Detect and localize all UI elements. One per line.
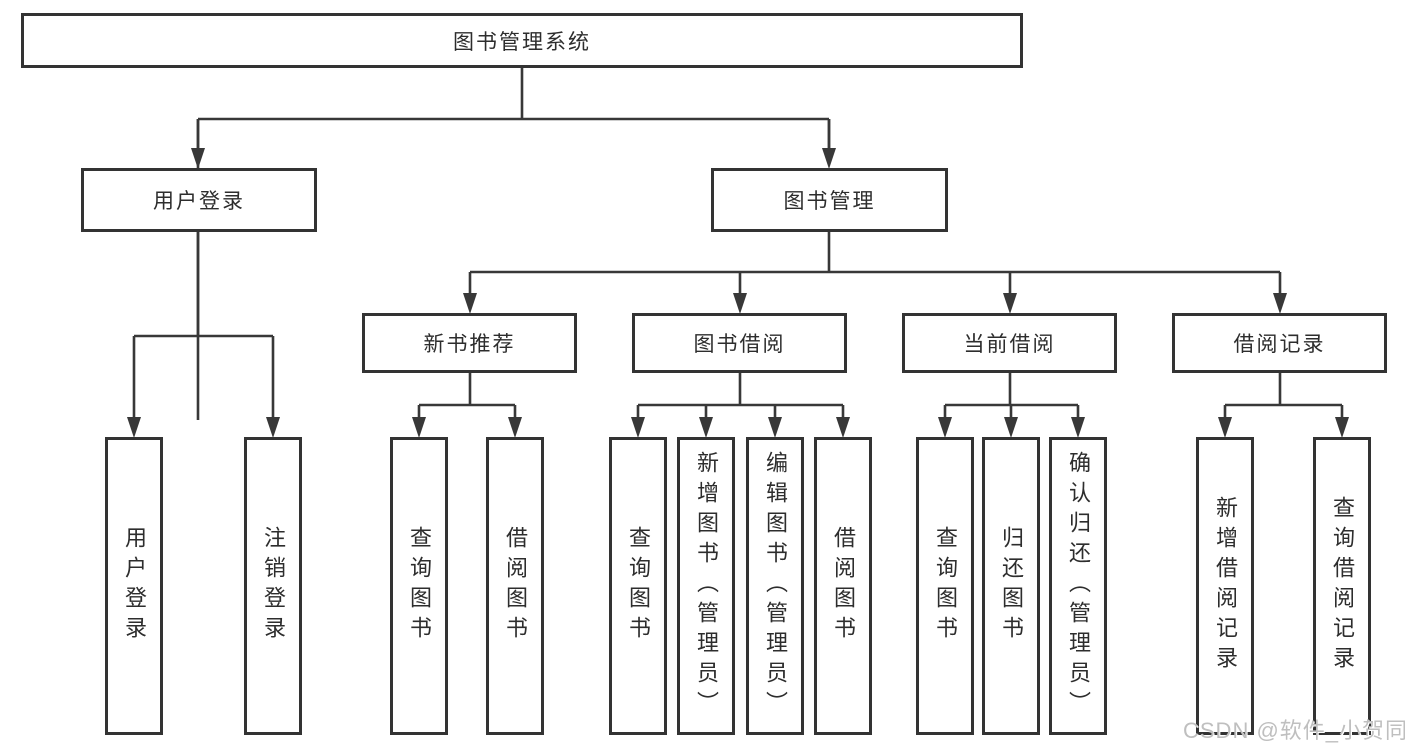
leaf-label: 查询图书: [626, 526, 651, 646]
leaf-label: 新增借阅记录: [1213, 496, 1238, 676]
leaf-query-borrow-record: 查询借阅记录: [1313, 437, 1371, 735]
leaf-query-books-current: 查询图书: [916, 437, 974, 735]
leaf-label: 归还图书: [999, 526, 1024, 646]
leaf-label: 查询借阅记录: [1330, 496, 1355, 676]
leaf-add-borrow-record: 新增借阅记录: [1196, 437, 1254, 735]
section-borrow-records: 借阅记录: [1172, 313, 1387, 373]
leaf-confirm-return-admin: 确认归还（管理员）: [1049, 437, 1107, 735]
section-label: 图书借阅: [693, 333, 786, 356]
leaf-label: 新增图书（管理员）: [694, 451, 719, 721]
leaf-label: 用户登录: [122, 526, 147, 646]
leaf-edit-book-admin: 编辑图书（管理员）: [746, 437, 804, 735]
leaf-label: 借阅图书: [831, 526, 856, 646]
root-node-library-system: 图书管理系统: [21, 13, 1023, 68]
branch-label: 图书管理: [783, 190, 876, 213]
section-book-borrow: 图书借阅: [632, 313, 847, 373]
branch-label: 用户登录: [153, 190, 245, 213]
section-label: 借阅记录: [1233, 333, 1326, 356]
leaf-label: 注销登录: [261, 526, 286, 646]
section-label: 新书推荐: [423, 333, 516, 356]
leaf-label: 查询图书: [407, 526, 432, 646]
leaf-user-login: 用户登录: [105, 437, 163, 735]
root-node-label: 图书管理系统: [453, 30, 591, 54]
leaf-add-book-admin: 新增图书（管理员）: [677, 437, 735, 735]
leaf-return-book: 归还图书: [982, 437, 1040, 735]
leaf-label: 借阅图书: [503, 526, 528, 646]
section-new-book-recommend: 新书推荐: [362, 313, 577, 373]
branch-user-login: 用户登录: [81, 168, 317, 232]
leaf-query-books-recommend: 查询图书: [390, 437, 448, 735]
leaf-logout: 注销登录: [244, 437, 302, 735]
leaf-borrow-books: 借阅图书: [814, 437, 872, 735]
branch-book-management: 图书管理: [711, 168, 948, 232]
csdn-watermark: CSDN @软件_小贺同学: [1183, 718, 1405, 743]
leaf-query-books-borrow: 查询图书: [609, 437, 667, 735]
leaf-label: 确认归还（管理员）: [1066, 451, 1091, 721]
section-current-borrow: 当前借阅: [902, 313, 1117, 373]
leaf-label: 编辑图书（管理员）: [763, 451, 788, 721]
section-label: 当前借阅: [963, 333, 1056, 356]
leaf-label: 查询图书: [933, 526, 958, 646]
leaf-borrow-books-recommend: 借阅图书: [486, 437, 544, 735]
